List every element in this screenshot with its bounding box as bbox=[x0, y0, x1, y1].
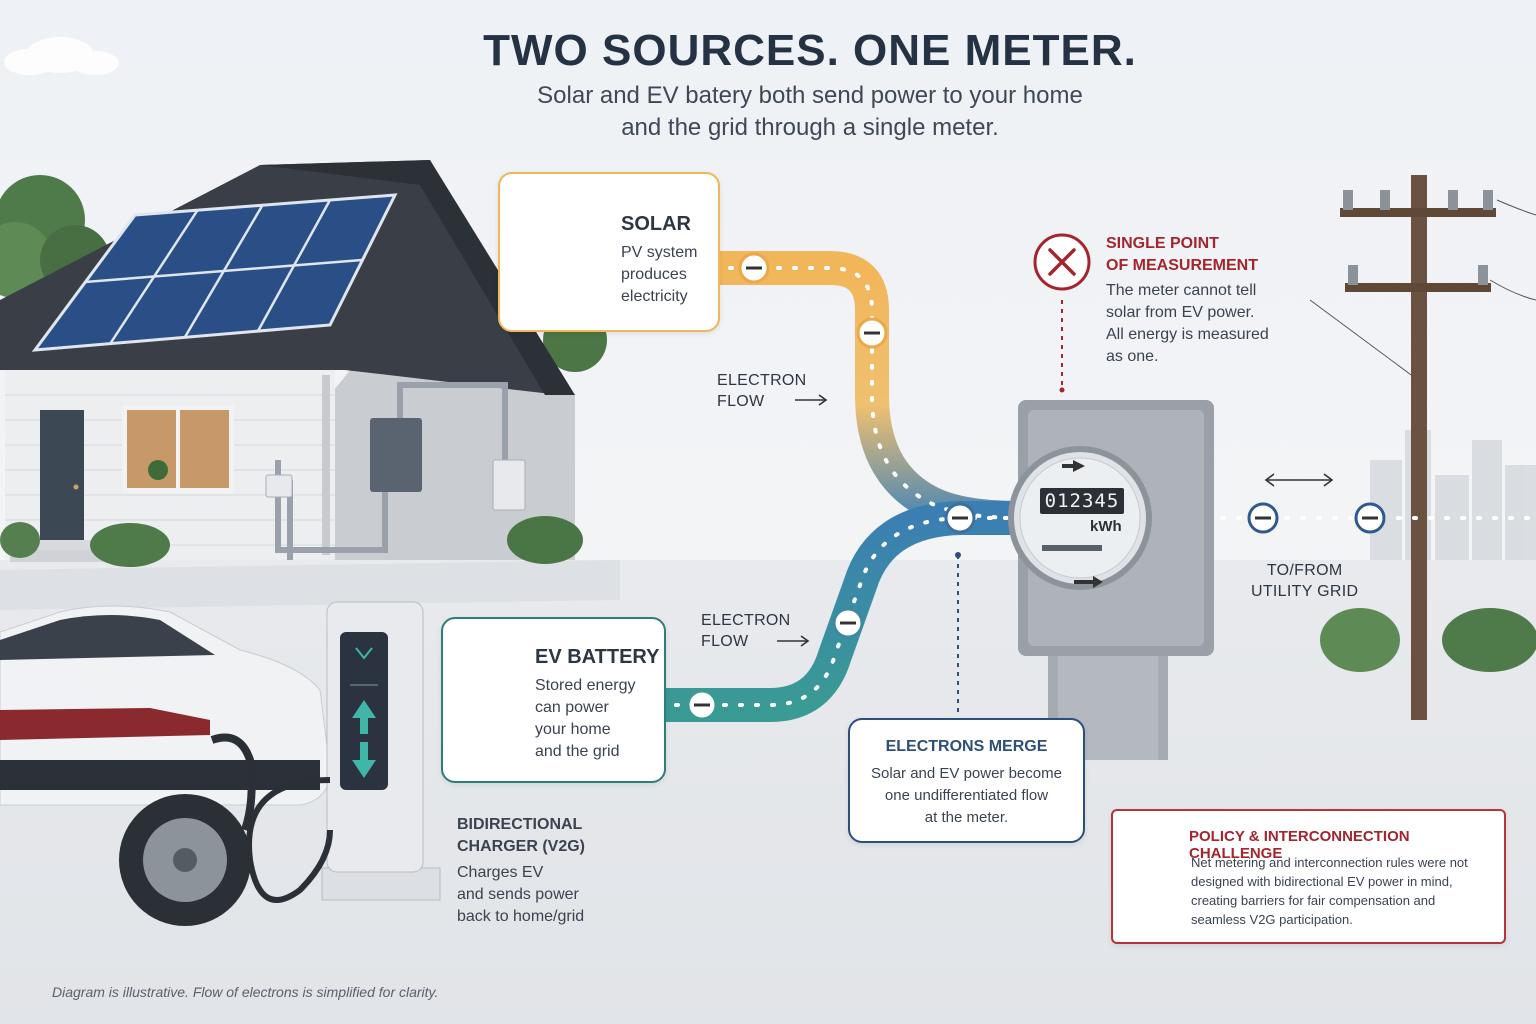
electrons-merge-card: ELECTRONS MERGE Solar and EV power becom… bbox=[848, 718, 1085, 843]
electron-icon bbox=[686, 689, 718, 721]
electrons-merge-title: ELECTRONS MERGE bbox=[885, 738, 1048, 755]
electrons-merge-description: Solar and EV power become one undifferen… bbox=[871, 765, 1062, 826]
utility-grid-label: TO/FROM UTILITY GRID bbox=[1251, 562, 1359, 600]
electron-icon bbox=[738, 252, 770, 284]
electron-tokens bbox=[686, 252, 1386, 721]
electron-icon bbox=[1354, 502, 1386, 534]
policy-title: POLICY & INTERCONNECTION CHALLENGE bbox=[1189, 828, 1410, 862]
electron-icon bbox=[856, 317, 888, 349]
ev-battery-card: EV BATTERY Stored energy can power your … bbox=[441, 617, 666, 783]
arrow-right-icon bbox=[795, 394, 828, 406]
charger-description: Charges EV and sends power back to home/… bbox=[457, 864, 585, 925]
x-circle-icon bbox=[1033, 233, 1091, 291]
solar-card: SOLAR PV system produces electricity bbox=[498, 172, 720, 332]
bidirectional-charger bbox=[210, 601, 441, 903]
ev-battery-title: EV BATTERY bbox=[535, 646, 660, 668]
electric-meter bbox=[1008, 400, 1214, 760]
page-subtitle: Solar and EV batery both send power to y… bbox=[0, 80, 1536, 144]
charger-title: BIDIRECTIONAL CHARGER (V2G) bbox=[457, 816, 586, 855]
electron-icon bbox=[1247, 502, 1279, 534]
arrow-right-icon bbox=[777, 635, 810, 647]
cloud-icon bbox=[4, 37, 119, 75]
house bbox=[0, 160, 583, 567]
solar-description: PV system produces electricity bbox=[621, 244, 698, 305]
electron-flow-label-bottom: ELECTRON FLOW bbox=[701, 612, 791, 650]
subtitle-line-2: and the grid through a single meter. bbox=[621, 114, 999, 141]
bidirectional-arrow-icon bbox=[1264, 473, 1334, 487]
ev-battery-description: Stored energy can power your home and th… bbox=[535, 677, 636, 760]
up-down-arrow-icon bbox=[352, 700, 376, 778]
page-title: TWO SOURCES. ONE METER. bbox=[483, 26, 1137, 75]
policy-description: Net metering and interconnection rules w… bbox=[1191, 855, 1468, 927]
inverter-box bbox=[370, 418, 422, 492]
utility-pole bbox=[1309, 175, 1536, 720]
subtitle-line-1: Solar and EV batery both send power to y… bbox=[537, 82, 1083, 109]
single-point-description: The meter cannot tell solar from EV powe… bbox=[1106, 282, 1269, 365]
policy-challenge-card: POLICY & INTERCONNECTION CHALLENGE Net m… bbox=[1111, 809, 1506, 944]
meter-reading: 012345 bbox=[1044, 490, 1120, 512]
solar-panels bbox=[31, 193, 398, 352]
road bbox=[0, 560, 620, 610]
electron-flow-label-top: ELECTRON FLOW bbox=[717, 372, 807, 410]
single-point-title: SINGLE POINT OF MEASUREMENT bbox=[1106, 235, 1258, 274]
electron-icon bbox=[944, 502, 976, 534]
footnote: Diagram is illustrative. Flow of electro… bbox=[52, 984, 439, 1000]
chevron-down-icon bbox=[355, 647, 373, 660]
solar-title: SOLAR bbox=[621, 213, 691, 235]
meter-unit: kWh bbox=[1090, 518, 1122, 535]
electron-icon bbox=[832, 607, 864, 639]
